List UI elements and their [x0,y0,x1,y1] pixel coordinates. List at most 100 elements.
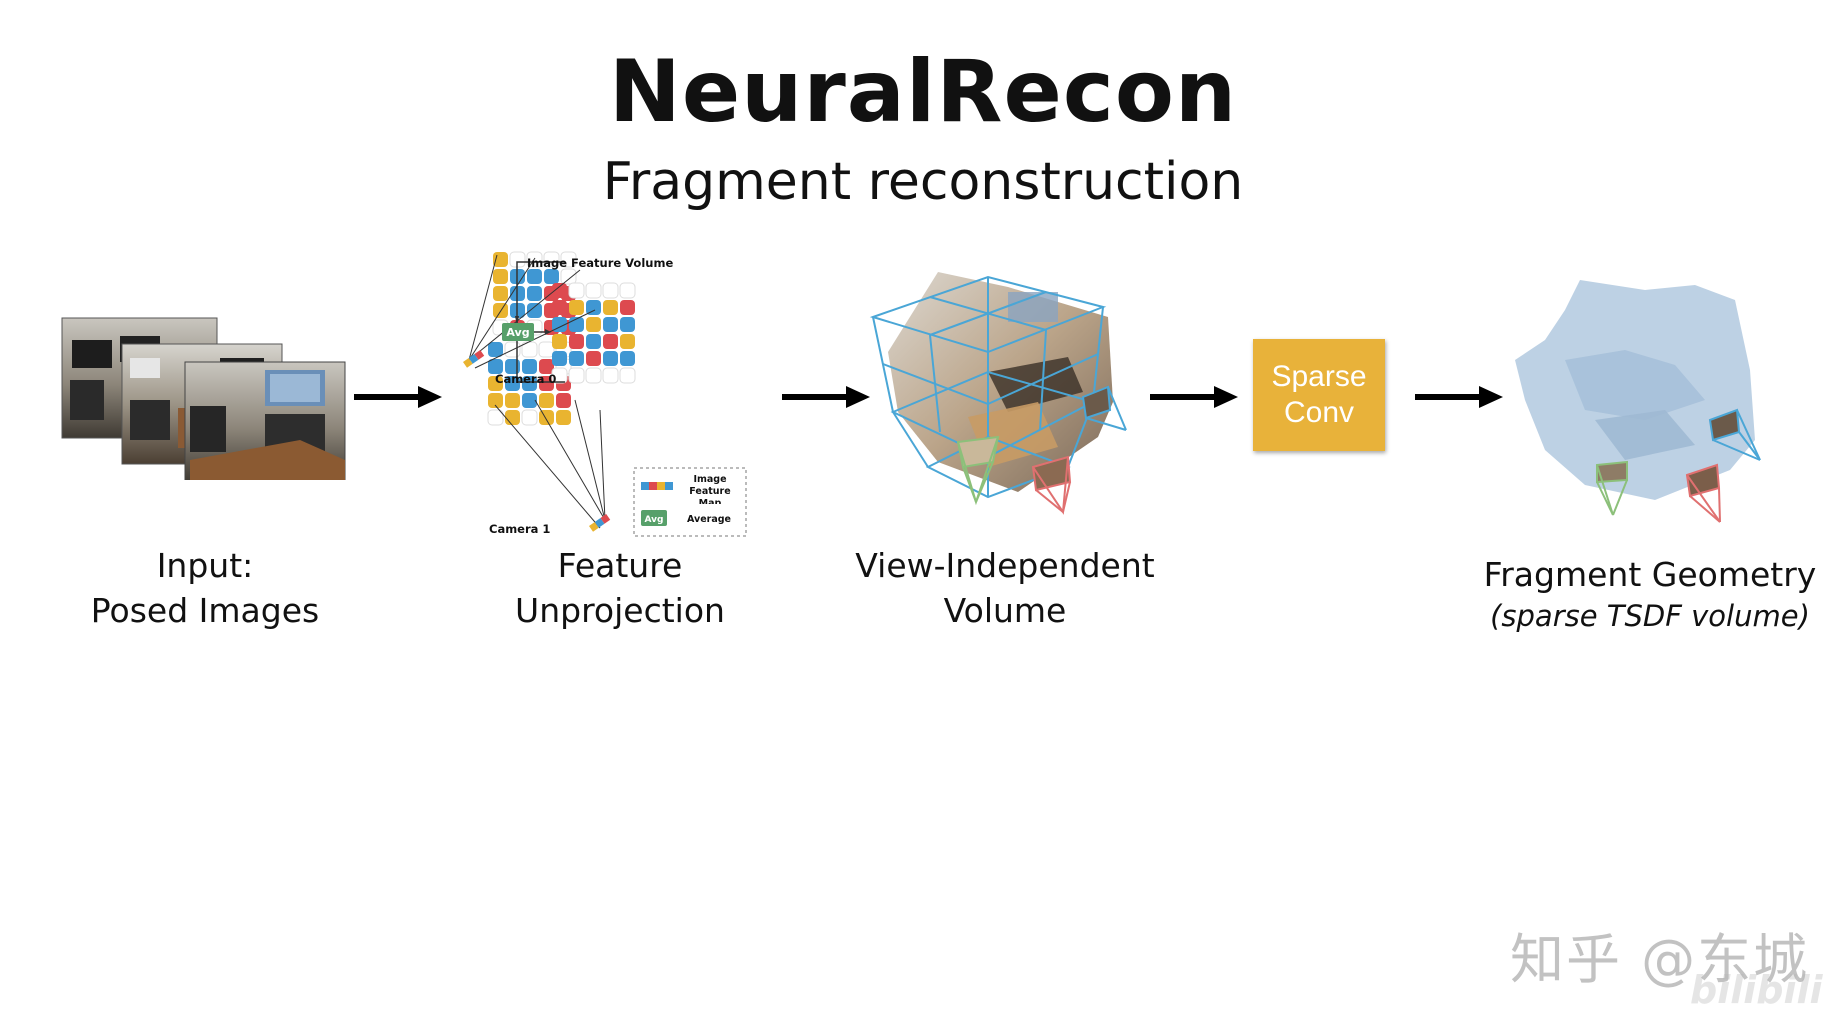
caption-geometry-line2: (sparse TSDF volume) [1490,599,1810,633]
camera-frustum-blue [1708,408,1761,461]
camera0-label: Camera 0 [495,372,556,386]
feature-cell [488,342,503,357]
legend-feature-map-label: Image Feature Map [689,474,731,504]
avg-connectors [516,261,565,383]
caption-input-line2: Posed Images [90,591,320,630]
feature-cell [560,268,577,285]
caption-volume: View-Independent Volume [850,543,1160,633]
feature-cell [602,282,619,299]
feature-cell [539,359,554,374]
legend-avg-box [641,510,667,526]
feature-cell [552,300,567,315]
caption-input-line1: Input: [156,546,254,585]
feature-cell [488,393,503,408]
feature-cell [620,351,635,366]
feature-cell [488,359,503,374]
caption-volume-line2: Volume [943,591,1067,630]
feature-cell [603,317,618,332]
camera-frustum-green [1596,460,1628,516]
arrow-right-icon [782,386,870,408]
feature-cell [521,409,538,426]
camera-frustum-red [1031,455,1072,515]
avg-label: Avg [506,326,529,339]
feature-cell [569,351,584,366]
feature-cell [543,251,560,268]
feature-cell [620,317,635,332]
sparse-conv-block: Sparse Conv [1253,339,1385,451]
feature-cell [619,367,636,384]
feature-cell [505,410,520,425]
fragment-geometry-illustration [1515,280,1761,523]
camera-frustum-blue [1081,385,1127,431]
feature-cell [568,367,585,384]
image-feature-volume-label: Image Feature Volume [527,256,673,270]
feature-cell [538,341,555,358]
caption-unprojection-line2: Unprojection [515,591,725,630]
feature-cell [527,286,542,301]
feature-cell [552,283,567,298]
page-subtitle: Fragment reconstruction [602,152,1244,212]
feature-cell [620,300,635,315]
feature-cell [603,300,618,315]
feature-cell [603,334,618,349]
feature-cell [552,317,567,332]
feature-cell [552,351,567,366]
feature-cell [602,367,619,384]
feature-cell [522,376,537,391]
caption-geometry-line1: Fragment Geometry [1483,555,1817,594]
camera0-rays [468,254,596,369]
feature-cell [586,300,601,315]
feature-cell [493,286,508,301]
camera0-image-plane [463,349,485,368]
feature-cell [488,376,503,391]
feature-cell [487,409,504,426]
feature-cell [586,351,601,366]
feature-cell [527,269,542,284]
feature-cell [505,393,520,408]
caption-unprojection-line1: Feature [557,546,683,585]
feature-cell [568,282,585,299]
caption-geometry: Fragment Geometry (sparse TSDF volume) [1480,552,1820,635]
camera1-rays [494,399,606,529]
arrow-right-icon [1415,386,1503,408]
feature-cell [620,334,635,349]
bilibili-watermark: bilibili [1690,968,1823,1012]
feature-cell [569,300,584,315]
camera1-image-plane [589,513,611,532]
legend-average-label: Average [687,514,731,525]
feature-cell [552,334,567,349]
feature-cell [551,367,568,384]
page-title: NeuralRecon [608,42,1238,142]
avg-box [502,323,534,341]
feature-cell [493,269,508,284]
feature-cell [603,351,618,366]
feature-cell [493,252,508,267]
feature-cell [527,303,542,318]
sparse-conv-line1: Sparse [1271,360,1367,393]
feature-cell [556,410,571,425]
feature-cell [569,334,584,349]
zhihu-watermark: 知乎 @东城 [1510,928,1810,991]
feature-cell [539,393,554,408]
legend-box [633,467,747,537]
legend-avg-label: Avg [645,515,664,525]
feature-cell [539,410,554,425]
feature-cell [522,359,537,374]
feature-cell [586,334,601,349]
feature-cell [586,317,601,332]
caption-unprojection: Feature Unprojection [470,543,770,633]
legend-feature-map-swatch [641,482,673,490]
posed-image-2 [184,361,346,480]
sparse-conv-line2: Conv [1283,396,1355,429]
caption-volume-line1: View-Independent [855,546,1155,585]
arrow-right-icon [354,386,442,408]
camera1-label: Camera 1 [489,522,550,536]
feature-cell [560,251,577,268]
feature-unprojection-diagram: Avg Image Feature Volume Camera 0 Camera… [463,251,747,537]
feature-cell [619,282,636,299]
view-independent-volume-illustration [869,272,1127,515]
feature-cell [544,269,559,284]
feature-volume-grid [551,282,636,384]
arrow-right-icon [1150,386,1238,408]
caption-input: Input: Posed Images [60,543,350,633]
